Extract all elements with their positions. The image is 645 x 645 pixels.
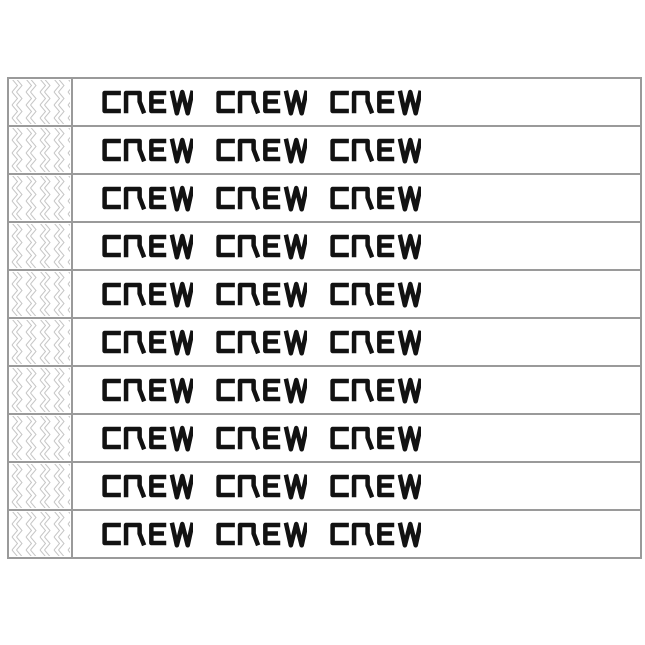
wristband bbox=[7, 173, 642, 223]
crew-word bbox=[330, 89, 421, 116]
crew-word bbox=[330, 521, 421, 548]
wristband-stub bbox=[9, 319, 73, 365]
crew-word bbox=[330, 185, 421, 212]
crew-word bbox=[330, 233, 421, 260]
crew-word bbox=[216, 377, 307, 404]
zigzag-texture-icon bbox=[10, 512, 70, 556]
crew-word bbox=[330, 281, 421, 308]
crew-word bbox=[102, 329, 193, 356]
crew-word bbox=[330, 425, 421, 452]
crew-word bbox=[216, 329, 307, 356]
wristband-label bbox=[73, 271, 640, 317]
crew-word bbox=[216, 281, 307, 308]
wristband-label bbox=[73, 463, 640, 509]
wristband-label bbox=[73, 223, 640, 269]
crew-word bbox=[216, 521, 307, 548]
crew-word bbox=[330, 377, 421, 404]
zigzag-texture-icon bbox=[10, 224, 70, 268]
wristband-stub bbox=[9, 415, 73, 461]
crew-word bbox=[216, 89, 307, 116]
wristband-stub bbox=[9, 127, 73, 173]
wristband-stub bbox=[9, 223, 73, 269]
zigzag-texture-icon bbox=[10, 128, 70, 172]
zigzag-texture-icon bbox=[10, 416, 70, 460]
zigzag-texture-icon bbox=[10, 272, 70, 316]
crew-word bbox=[102, 425, 193, 452]
wristband-label bbox=[73, 79, 640, 125]
wristband bbox=[7, 461, 642, 511]
crew-word bbox=[102, 473, 193, 500]
wristband-label bbox=[73, 415, 640, 461]
wristband bbox=[7, 221, 642, 271]
wristband-label bbox=[73, 127, 640, 173]
wristband-stub bbox=[9, 271, 73, 317]
wristband-label bbox=[73, 511, 640, 557]
crew-word bbox=[216, 185, 307, 212]
wristband-stub bbox=[9, 511, 73, 557]
zigzag-texture-icon bbox=[10, 176, 70, 220]
wristband bbox=[7, 269, 642, 319]
wristband-label bbox=[73, 319, 640, 365]
wristband bbox=[7, 77, 642, 127]
crew-word bbox=[216, 425, 307, 452]
crew-word bbox=[102, 137, 193, 164]
zigzag-texture-icon bbox=[10, 368, 70, 412]
wristband-stub bbox=[9, 175, 73, 221]
wristband bbox=[7, 413, 642, 463]
wristband bbox=[7, 509, 642, 559]
wristband bbox=[7, 317, 642, 367]
zigzag-texture-icon bbox=[10, 320, 70, 364]
wristband-label bbox=[73, 175, 640, 221]
crew-word bbox=[102, 281, 193, 308]
crew-word bbox=[102, 377, 193, 404]
zigzag-texture-icon bbox=[10, 464, 70, 508]
wristband-stub bbox=[9, 367, 73, 413]
crew-word bbox=[216, 473, 307, 500]
wristband-stub bbox=[9, 463, 73, 509]
crew-word bbox=[102, 89, 193, 116]
wristband-stub bbox=[9, 79, 73, 125]
crew-word bbox=[330, 473, 421, 500]
zigzag-texture-icon bbox=[10, 80, 70, 124]
crew-word bbox=[102, 233, 193, 260]
wristband bbox=[7, 365, 642, 415]
crew-word bbox=[330, 137, 421, 164]
wristband-label bbox=[73, 367, 640, 413]
crew-word bbox=[330, 329, 421, 356]
wristband bbox=[7, 125, 642, 175]
wristband-sheet bbox=[7, 77, 642, 559]
crew-word bbox=[102, 521, 193, 548]
crew-word bbox=[102, 185, 193, 212]
crew-word bbox=[216, 137, 307, 164]
crew-word bbox=[216, 233, 307, 260]
